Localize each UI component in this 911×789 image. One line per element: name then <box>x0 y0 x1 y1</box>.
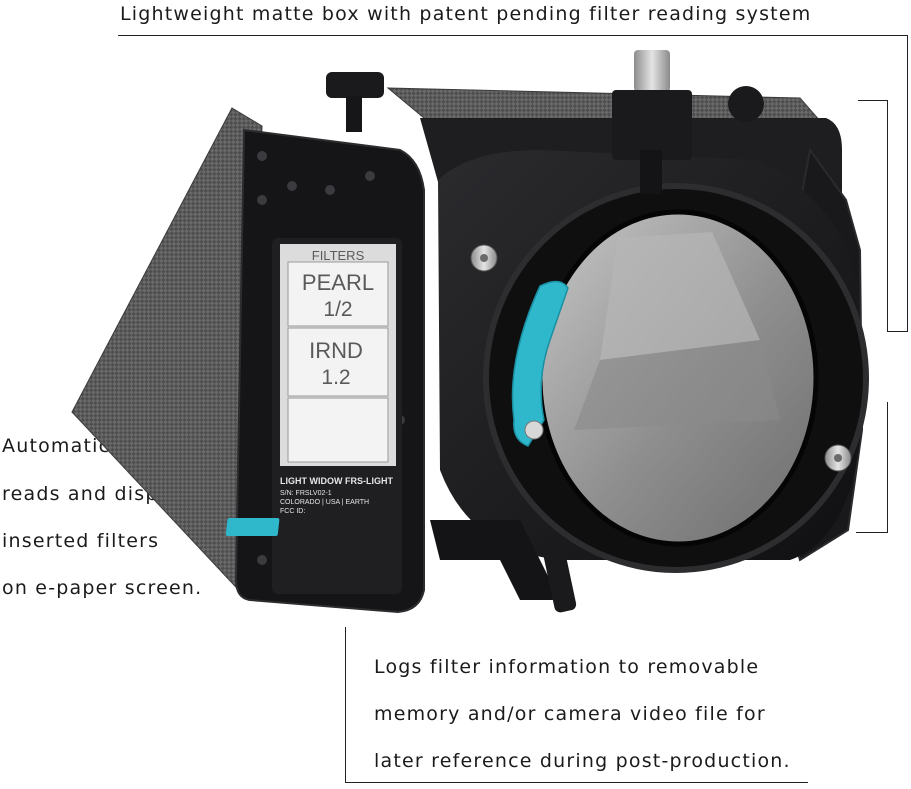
leader-bottom-vertical <box>345 627 346 782</box>
screen-header: FILTERS <box>312 248 365 263</box>
leader-bottom-horizontal <box>345 782 808 783</box>
screen-slot2-name: IRND <box>309 338 363 363</box>
screen-teal-button <box>225 518 280 536</box>
caption-top: Lightweight matte box with patent pendin… <box>120 3 812 25</box>
leader-right-bracket-bottom <box>856 532 888 533</box>
screen-slot1-name: PEARL <box>302 270 374 295</box>
leader-right-bracket <box>887 402 888 532</box>
teal-latch-lever <box>511 280 569 447</box>
bottom-handle <box>541 539 577 613</box>
filter-glass-highlight <box>600 232 760 360</box>
screen-label-serial: S/N: FRSLV02-1 <box>280 490 332 497</box>
leader-top-vertical <box>907 35 908 332</box>
leader-top-horizontal <box>118 35 908 36</box>
caption-bottom-line-2: memory and/or camera video file for <box>374 703 766 725</box>
caption-left-line-4: on e-paper screen. <box>2 577 203 599</box>
screen-slot2-value: 1.2 <box>321 366 350 389</box>
screen-label-origin: COLORADO | USA | EARTH <box>280 499 369 506</box>
top-knob-right <box>728 86 764 122</box>
screen-label-model: LIGHT WIDOW FRS-LIGHT <box>280 476 393 486</box>
caption-bottom-line-3: later reference during post-production. <box>374 750 791 772</box>
top-rod <box>634 50 670 92</box>
screen-label-fcc: FCC ID: <box>280 508 305 515</box>
screen-slot1-value: 1/2 <box>323 298 352 321</box>
top-knob-left <box>326 72 384 98</box>
caption-bottom-line-1: Logs filter information to removable <box>374 656 760 678</box>
leader-top-bracket-bottom <box>887 331 908 332</box>
bottom-bracket <box>430 520 560 600</box>
caption-left-line-3: inserted filters <box>2 530 160 552</box>
leader-top-tick <box>858 100 888 101</box>
filter-grad-stripe <box>574 340 780 430</box>
leader-top-bracket <box>887 100 888 331</box>
